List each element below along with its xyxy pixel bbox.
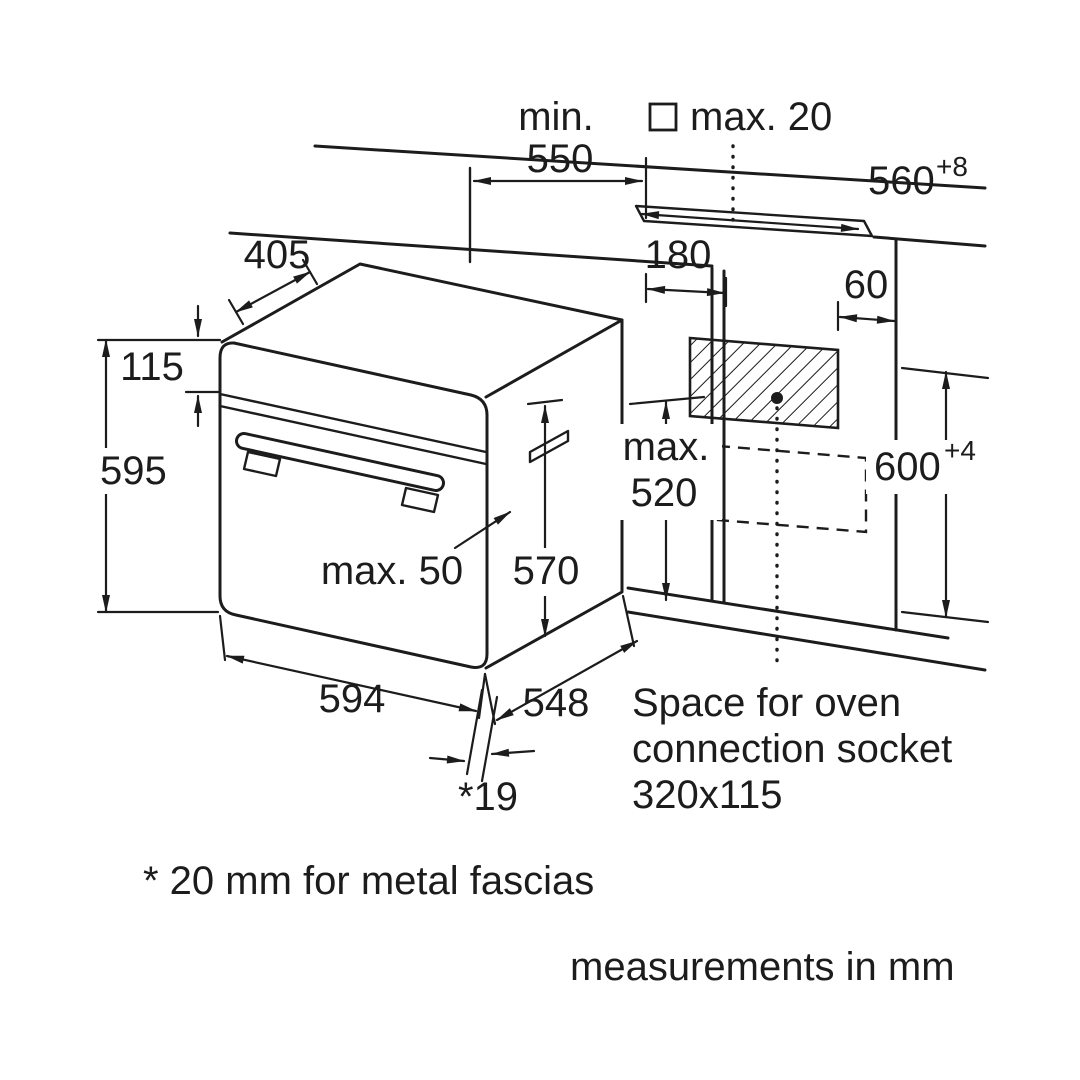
max-20-label: max. 20 — [690, 95, 832, 139]
dim-19-arrow-left — [428, 755, 466, 764]
mask-520 — [612, 424, 722, 520]
handle-depth-label: max. 50 — [321, 549, 463, 593]
dim-180-line — [646, 285, 726, 297]
oven-width-label: 594 — [319, 677, 386, 721]
door-offset-label: *19 — [458, 775, 518, 819]
units-note: measurements in mm — [570, 945, 955, 989]
handle-bracket-right — [400, 486, 440, 514]
body-height-label: 570 — [513, 549, 580, 593]
panel-height-label: 115 — [120, 345, 184, 389]
dim-405-tick-right — [301, 258, 319, 286]
oven-side-face — [484, 318, 624, 670]
max-socket-label-prefix: max. — [623, 425, 710, 469]
dim-520-tick-top — [628, 395, 706, 406]
dim-405-line — [234, 270, 312, 314]
notes: Space for oven connection socket 320x115… — [143, 681, 955, 989]
oven-outline — [218, 262, 624, 670]
label-masks — [94, 424, 990, 596]
oven-panel-line-upper — [218, 392, 488, 454]
dim-405-tick-left — [227, 298, 245, 326]
dim-19-tick-right — [480, 695, 499, 783]
socket-center-dot — [771, 392, 783, 404]
worktop-back-edge — [313, 144, 987, 190]
niche-height-tolerance: +4 — [944, 435, 976, 466]
max-50-arrow — [453, 510, 512, 550]
dim-548-ext-right — [621, 594, 636, 648]
oven-top-face — [220, 262, 624, 399]
socket-side-label: 60 — [844, 263, 889, 307]
handle-bracket-left — [242, 450, 282, 478]
socket-dashed-outline — [716, 444, 868, 534]
niche-width-tolerance: +8 — [936, 151, 968, 182]
dimension-labels: min. 550 max. 20 560 +8 405 180 60 115 5… — [100, 95, 976, 819]
niche-height-label: 600 — [874, 445, 941, 489]
dim-19-arrow-right — [490, 748, 536, 757]
max-socket-label-value: 520 — [631, 471, 698, 515]
dim-570-tick-top — [526, 398, 564, 406]
dim-60-line — [838, 314, 896, 324]
niche-width-label: 560 — [868, 159, 935, 203]
dimension-lines — [96, 144, 990, 783]
min-550-label-prefix: min. — [518, 95, 594, 139]
mask-570 — [508, 548, 586, 596]
oven-handle-fill — [238, 435, 442, 489]
oven-front-face — [218, 341, 489, 669]
oven-height-label: 595 — [100, 449, 167, 493]
niche-floor-front — [626, 610, 987, 672]
dim-19-tick-left — [465, 688, 484, 776]
oven-panel-line-lower — [218, 404, 488, 466]
min-550-label-value: 550 — [527, 137, 594, 181]
top-depth-label: 405 — [244, 233, 311, 277]
socket-offset-label: 180 — [645, 233, 712, 277]
socket-note-line2: connection socket — [632, 727, 952, 771]
niche-floor-back — [626, 586, 950, 640]
socket-note-line3: 320x115 — [632, 773, 783, 817]
dim-560-line — [640, 211, 860, 232]
mask-595 — [94, 448, 182, 494]
socket-note-line1: Space for oven — [632, 681, 901, 725]
worktop-front-edge-right — [872, 235, 987, 248]
socket-hatched-area — [688, 336, 840, 430]
body-depth-label: 548 — [523, 681, 590, 725]
dim-594-ext-left — [218, 614, 227, 662]
oven-side-vent — [528, 429, 570, 464]
fascia-footnote: * 20 mm for metal fascias — [143, 859, 594, 903]
dim-548-line — [495, 639, 639, 722]
dim-594-line — [225, 654, 478, 713]
mask-600 — [866, 440, 990, 494]
square-symbol — [648, 102, 678, 132]
